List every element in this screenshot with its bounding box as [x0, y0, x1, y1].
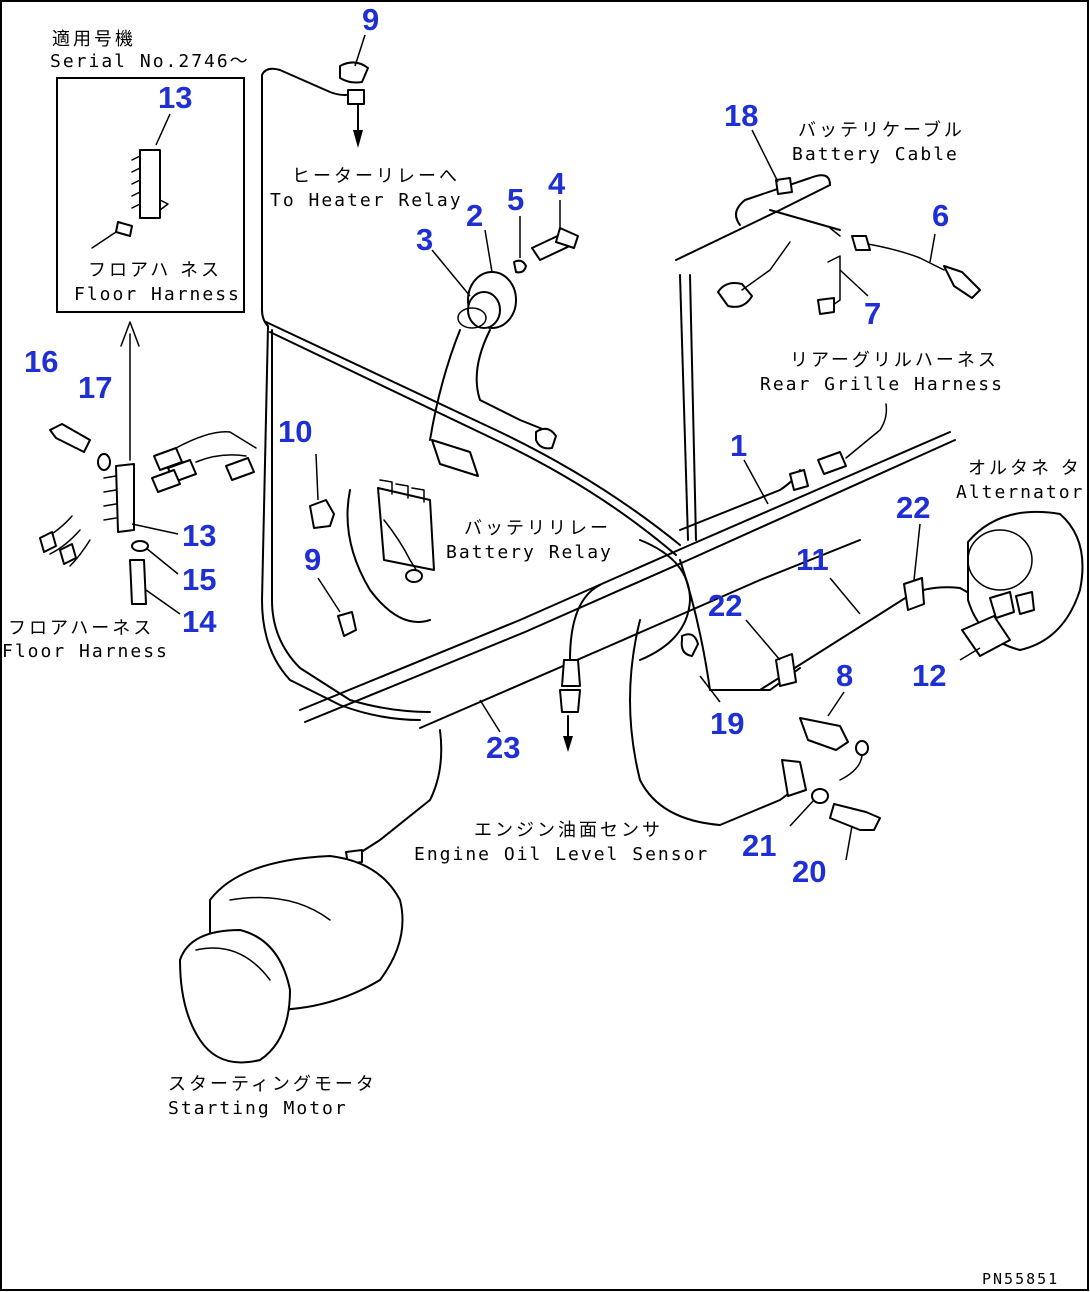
callout-12: 12 [912, 658, 946, 693]
callout-6: 6 [932, 198, 949, 233]
oil-sensor-label-en: Engine Oil Level Sensor [414, 844, 709, 865]
starting-motor-label-jp: スターティングモータ [168, 1074, 377, 1095]
callout-14: 14 [182, 604, 217, 639]
alternator-label-en: Alternator [956, 482, 1084, 503]
callout-23: 23 [486, 730, 520, 765]
floor-harness-cluster [39, 431, 257, 567]
battery-cable-parts [717, 177, 981, 315]
heater-relay-label-en: To Heater Relay [270, 190, 463, 211]
inset-label-jp: フロアハ ネス [88, 260, 222, 281]
starting-motor-label-en: Starting Motor [168, 1098, 348, 1119]
inset-box [56, 77, 245, 313]
alternator [961, 510, 1084, 657]
inset-label-en: Floor Harness [74, 284, 241, 305]
callout-9-lower: 9 [304, 542, 321, 577]
callout-21: 21 [742, 828, 776, 863]
battery-relay-label-en: Battery Relay [446, 542, 613, 563]
callout-5: 5 [507, 182, 524, 217]
clip-part-22b [775, 653, 797, 687]
inset-serial-en: Serial No.2746～ [50, 51, 250, 72]
heater-relay-label-jp: ヒーターリレーへ [292, 166, 460, 187]
alternator-label-jp: オルタネ タ [968, 458, 1082, 479]
oil-level-sensor [559, 659, 581, 752]
callout-9-top: 9 [362, 2, 379, 37]
rear-grille-label-en: Rear Grille Harness [760, 374, 1004, 395]
rear-grille-connector [789, 403, 888, 491]
callout-1: 1 [730, 428, 747, 463]
floor-harness-label-jp: フロアハーネス [8, 618, 154, 639]
battery-relay-label-jp: バッテリリレー [464, 518, 611, 539]
callout-22-lower: 22 [708, 588, 742, 623]
clip-part-22a [903, 577, 925, 611]
starting-motor [179, 849, 404, 1064]
cap-part-9-lower [337, 611, 357, 637]
callout-7: 7 [864, 296, 881, 331]
bolt-part-4 [531, 227, 579, 261]
callout-3: 3 [416, 222, 433, 257]
bolt-part-20 [829, 803, 881, 831]
callout-2: 2 [466, 198, 483, 233]
fuse-holder-part-2 [457, 271, 517, 329]
clip-part-21 [781, 759, 807, 797]
drawing-code: PN55851 [982, 1270, 1059, 1288]
component-labels: ヒーターリレーへ To Heater Relay バッテリケーブル Batter… [2, 119, 1084, 1288]
serial-inset: 適用号機 Serial No.2746～ 13 フロアハ ネス Floor Ha… [50, 29, 250, 461]
inset-connector-block [91, 149, 169, 249]
callout-20: 20 [792, 854, 826, 889]
callout-13: 13 [182, 518, 216, 553]
callout-10: 10 [278, 414, 312, 449]
washer-part-17 [97, 453, 111, 471]
inset-serial-jp: 適用号機 [52, 29, 136, 50]
battery-cable-label-en: Battery Cable [792, 144, 959, 165]
callout-11: 11 [796, 542, 829, 577]
connector-block-3 [431, 439, 479, 477]
callout-19: 19 [710, 706, 744, 741]
callout-22-upper: 22 [896, 490, 930, 525]
terminal-part-19 [680, 633, 699, 657]
heater-relay-arrow [339, 61, 369, 148]
callout-numbers: 9 18 4 5 2 6 3 7 16 17 10 1 22 13 9 11 1… [24, 2, 949, 889]
battery-cable-label-jp: バッテリケーブル [798, 119, 965, 141]
oil-sensor-label-jp: エンジン油面センサ [474, 820, 663, 841]
washer-part-21 [811, 788, 829, 804]
callout-16: 16 [24, 344, 58, 379]
washer-part-5 [513, 259, 527, 274]
callout-8: 8 [836, 658, 853, 693]
callout-4: 4 [548, 166, 566, 201]
rear-grille-label-jp: リアーグリルハーネス [790, 350, 999, 371]
battery-relay [377, 479, 435, 583]
leader-lines [131, 34, 981, 861]
callout-17: 17 [78, 370, 112, 405]
sensor-part-8 [799, 717, 849, 751]
terminal-part-10 [309, 499, 335, 529]
callout-18: 18 [724, 98, 758, 133]
bolt-part-16 [49, 423, 91, 453]
inset-pointer-arrow [120, 321, 140, 461]
washer-part-15 [131, 540, 149, 552]
floor-harness-label-en: Floor Harness [2, 641, 169, 662]
screw-part-14 [129, 559, 147, 605]
callout-15: 15 [182, 562, 216, 597]
callout-13-inset: 13 [158, 80, 192, 115]
